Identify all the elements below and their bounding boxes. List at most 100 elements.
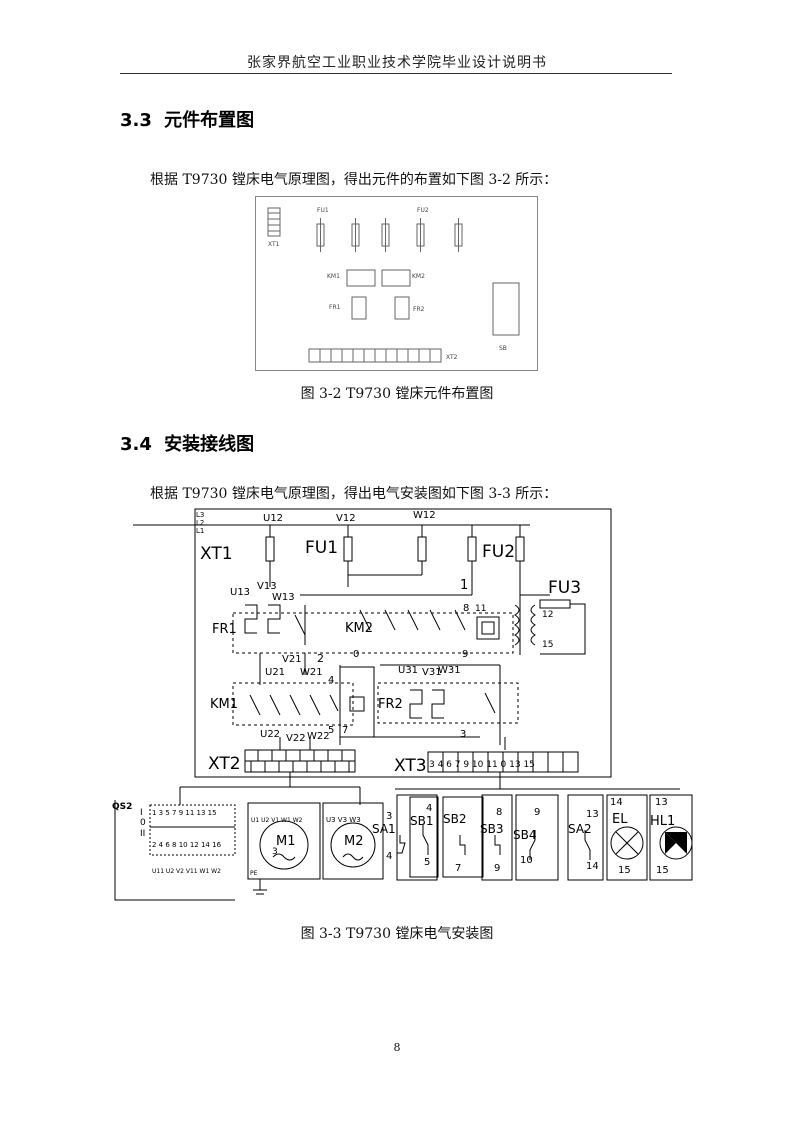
num-12-label: 12 (542, 610, 553, 620)
hl1-top-number: 13 (655, 797, 668, 808)
sa2-top-number: 13 (586, 809, 599, 820)
qs-i-label: I (140, 808, 143, 818)
page-header: 张家界航空工业职业技术学院毕业设计说明书 (247, 55, 547, 71)
qs-ii-label: II (140, 829, 145, 839)
fu1-fuse-b (343, 536, 353, 562)
num-8-label: 8 (463, 603, 469, 614)
xt2-block: XT2 (308, 348, 458, 363)
fr1-km2-group (232, 612, 514, 654)
m1-enclosure (247, 802, 321, 880)
qs-top-terminals: 1 3 5 7 9 11 13 15 (152, 809, 217, 817)
xt2-label: XT2 (446, 354, 458, 361)
m2-enclosure (322, 802, 384, 880)
fu2-fuse-b (515, 536, 525, 562)
num-7-label: 7 (342, 725, 348, 736)
fr2-box (394, 296, 410, 320)
km2-label: KM2 (412, 273, 425, 280)
num-3-label: 3 (460, 729, 466, 740)
fu1-fuse-c (417, 536, 427, 562)
sb4-bottom-number: 10 (520, 855, 533, 866)
m2-motor (330, 822, 376, 868)
w12-label: W12 (413, 510, 436, 521)
el-lamp-housing (606, 794, 648, 881)
figure-3-3-caption: 图 3-3 T9730 镗床电气安装图 (300, 926, 494, 942)
qs-0-label: 0 (140, 818, 146, 828)
sb3-top-number: 8 (496, 807, 502, 818)
w22-label: W22 (307, 731, 330, 742)
section-number: 3.4 (120, 434, 152, 455)
sb1-button (409, 796, 439, 878)
w31-label: W31 (438, 665, 461, 676)
sb4-label: SB4 (513, 828, 536, 842)
u21-label: U21 (265, 667, 285, 678)
xt2-label: XT2 (208, 754, 241, 774)
section-3-3-paragraph: 根据 T9730 镗床电气原理图，得出元件的布置如下图 3-2 所示： (150, 172, 558, 188)
u12-label: U12 (263, 513, 283, 524)
km1-coil-housing (339, 666, 375, 738)
control-cabinet (194, 508, 612, 778)
fu3-label: FU3 (548, 578, 581, 598)
xt3-terminal (427, 751, 579, 773)
sa1-top-number: 3 (386, 811, 392, 822)
num-11-label: 11 (475, 604, 486, 614)
section-3-3-heading: 3.3 元件布置图 (120, 106, 254, 132)
xt3-terminal-numbers: 3 4 6 7 9 10 11 0 13 15 (429, 760, 535, 770)
km1-group (232, 682, 354, 726)
v22-label: V22 (286, 733, 306, 744)
sb3-button (481, 794, 513, 881)
m2-label: M2 (344, 834, 364, 849)
sa1-switch (396, 794, 438, 881)
xt2-terminal (244, 749, 356, 773)
num-0-label: 0 (353, 649, 359, 660)
hl1-lamp-housing (649, 794, 693, 881)
section-number: 3.3 (120, 110, 152, 131)
fr2-label: FR2 (378, 697, 403, 712)
fu2-fuse-a (467, 536, 477, 562)
sa1-bottom-number: 4 (386, 851, 392, 862)
m2-terminals: U3 V3 W3 (326, 816, 361, 824)
sb1-label: SB1 (410, 814, 433, 828)
fu1-label: FU1 (305, 538, 338, 558)
figure-3-2-caption: 图 3-2 T9730 镗床元件布置图 (300, 386, 494, 402)
sb4-button (515, 794, 559, 881)
fu1-label: FU1 (317, 207, 329, 214)
km1-box (346, 269, 376, 287)
sb3-label: SB3 (480, 822, 503, 836)
u31-label: U31 (398, 665, 418, 676)
qs-bottom-terminals: 2 4 6 8 10 12 14 16 (152, 841, 222, 849)
u13-label: U13 (230, 587, 250, 598)
el-lamp (610, 826, 644, 860)
km2-box (381, 269, 411, 287)
xt3-label: XT3 (394, 756, 427, 776)
km1-label: KM1 (327, 273, 340, 280)
sa2-switch (567, 794, 604, 881)
w13-label: W13 (272, 592, 295, 603)
qs2-label: QS2 (112, 802, 132, 812)
section-title: 元件布置图 (164, 110, 255, 131)
l3-label: L3 (196, 511, 204, 519)
km1-label: KM1 (210, 697, 238, 712)
fu2-label: FU2 (482, 542, 515, 562)
hl1-label: HL1 (650, 814, 675, 829)
sa2-label: SA2 (568, 822, 592, 836)
xt1-label: XT1 (200, 544, 233, 564)
hl1-bottom-number: 15 (656, 865, 669, 876)
sb2-button (442, 796, 484, 878)
fr1-label: FR1 (212, 622, 237, 637)
fu2-label: FU2 (417, 207, 429, 214)
section-3-4-heading: 3.4 安装接线图 (120, 430, 254, 456)
pe-label: PE (250, 870, 258, 877)
component-layout-figure: XT1 FU1 FU2 KM1 KM2 FR1 FR2 SB XT2 (255, 196, 538, 371)
u22-label: U22 (260, 729, 280, 740)
section-3-4-paragraph: 根据 T9730 镗床电气原理图，得出电气安装图如下图 3-3 所示： (150, 486, 558, 502)
v13-label: V13 (257, 581, 277, 592)
sb-label: SB (499, 345, 507, 352)
num-5-label: 5 (328, 725, 334, 736)
sb-box (492, 282, 520, 336)
xt1-label: XT1 (268, 241, 280, 248)
sb4-top-number: 9 (534, 807, 540, 818)
wiring-diagram-figure: L3 L2 L1 U12 V12 W12 XT1 FU1 FU2 FU3 U13… (112, 508, 693, 901)
fr1-box (351, 296, 367, 320)
l2-label: L2 (196, 519, 204, 527)
sb1-top-number: 4 (426, 803, 432, 814)
